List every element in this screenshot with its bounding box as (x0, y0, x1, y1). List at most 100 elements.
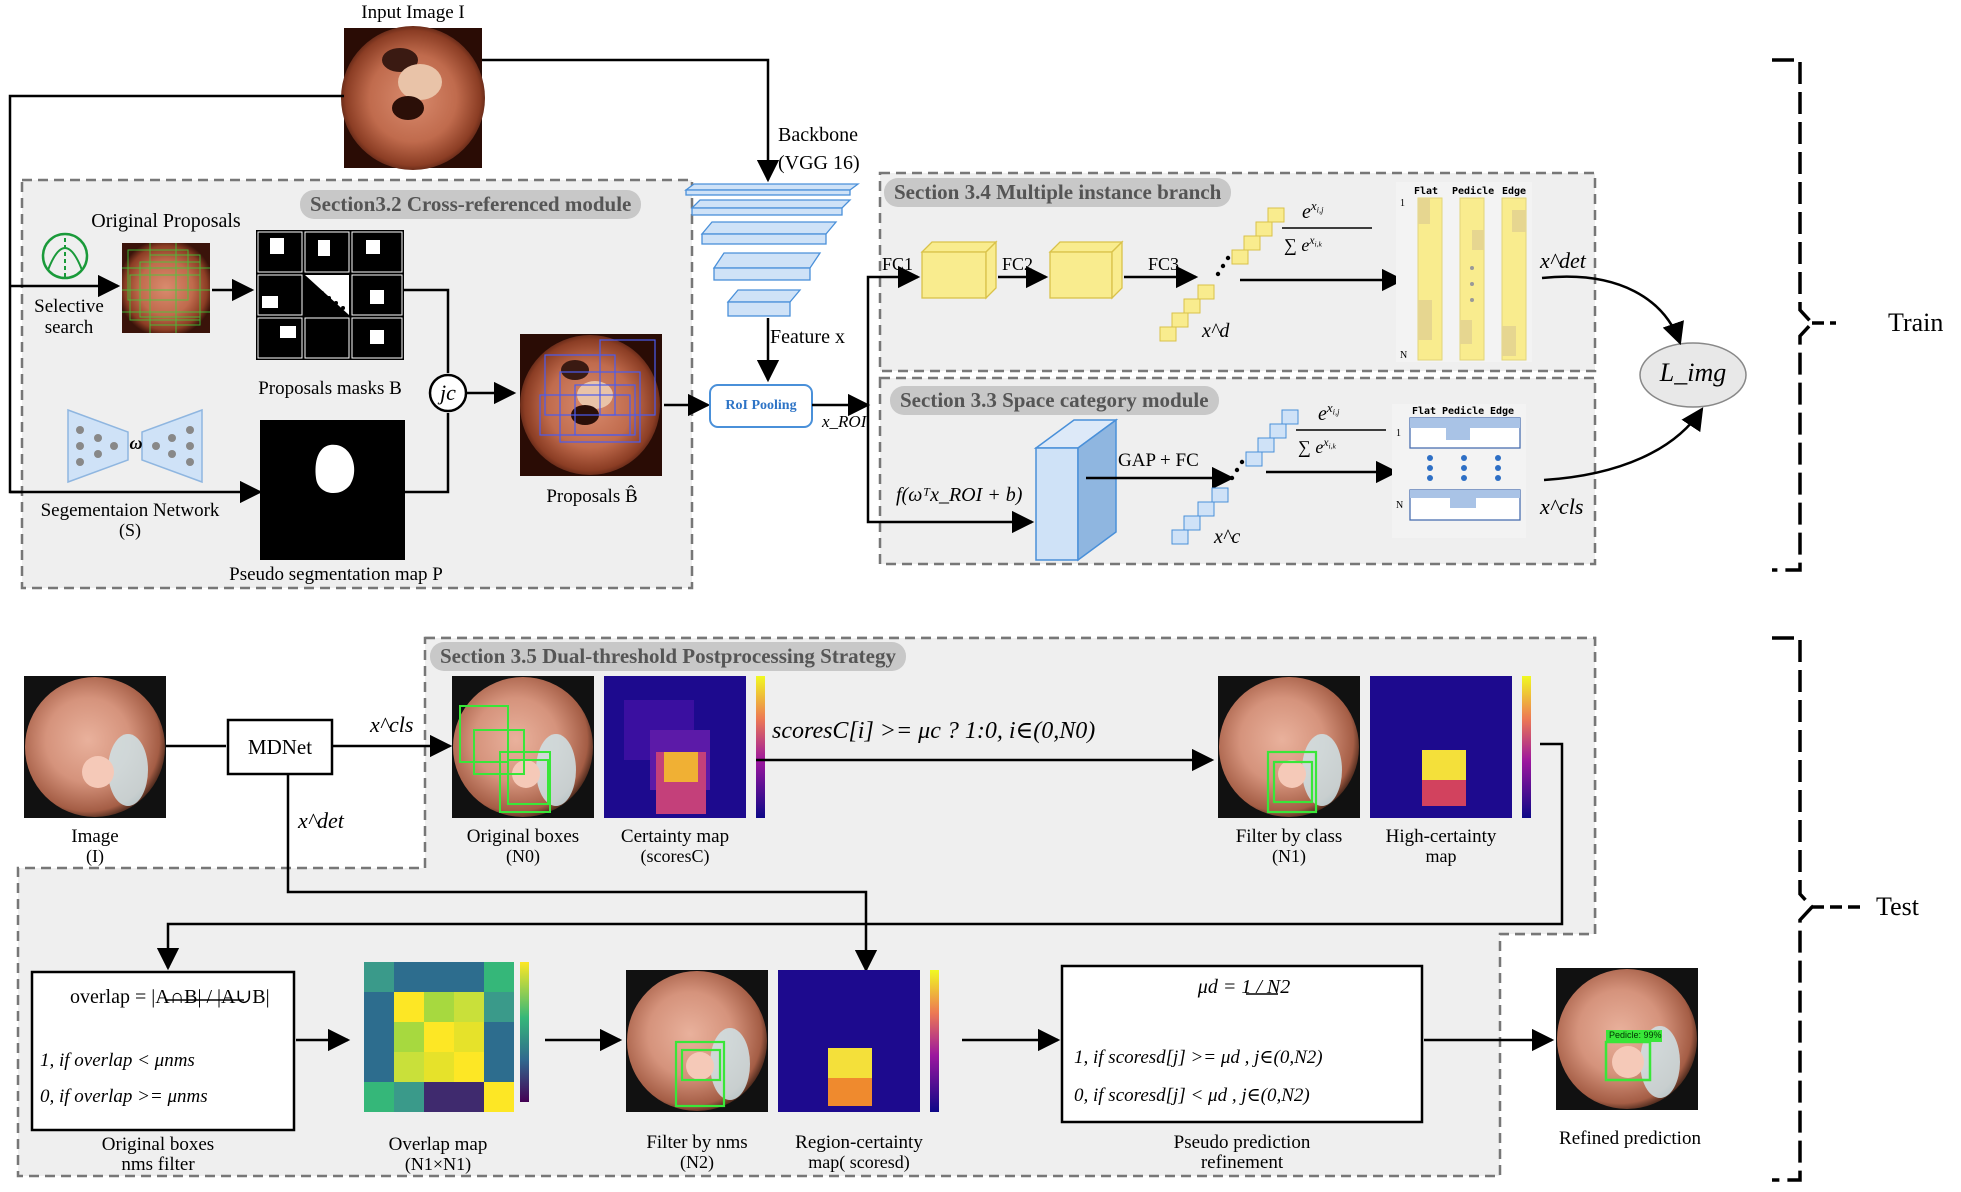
overlap-cell (484, 1082, 514, 1112)
test-label: Test (1876, 892, 1919, 921)
overlap-cell (454, 1082, 484, 1112)
arrow-mdnet-det-path (286, 774, 878, 973)
xcls-label: x^cls (1540, 494, 1584, 519)
xdet-label: x^det (1540, 248, 1586, 273)
overlap-cell (424, 1022, 454, 1052)
original-proposals-label: Original Proposals (91, 210, 241, 232)
test-brace (1772, 636, 1815, 1182)
overlap-map-label: Overlap map (388, 1134, 488, 1155)
softmax-c-denominator: ∑ exi,k (1298, 436, 1336, 458)
test-input-image (24, 676, 166, 818)
train-label: Train (1888, 308, 1944, 337)
overlap-cell (394, 1022, 424, 1052)
softmax-d-denominator: ∑ exi,k (1284, 234, 1322, 256)
overlap-cell (454, 1022, 484, 1052)
filter-nms-image (626, 970, 768, 1112)
refine-case-0: 0, if scoresd[j] < μd , j∈(0,N2) (1074, 1085, 1310, 1106)
scm-col-pedicle: Pedicle (1442, 406, 1485, 417)
heat-col-flat: Flat (1414, 186, 1439, 197)
overlap-cell (484, 992, 514, 1022)
overlap-formula-box (30, 970, 296, 1132)
pseudo-refine-label: Pseudo prediction (1173, 1132, 1311, 1153)
test-xdet-label: x^det (298, 808, 344, 833)
region-certainty-sub-label: map( scoresd) (808, 1152, 910, 1172)
overlap-cell (454, 962, 484, 992)
region-certainty-map (778, 970, 939, 1112)
xc-cubes (1171, 409, 1299, 545)
pseudo-segmentation-map (260, 420, 405, 560)
test-image-label: Image (71, 826, 119, 847)
softmax-c-numerator: exi,j (1318, 400, 1340, 425)
refine-formula-box (1060, 964, 1424, 1124)
mib-heatmap (1396, 182, 1532, 362)
section-3-4-title: Section 3.4 Multiple instance branch (884, 178, 1232, 207)
overlap-map-sub-label: (N1×N1) (404, 1154, 472, 1174)
original-proposals-image (122, 243, 210, 333)
region-certainty-label: Region-certainty (795, 1132, 923, 1153)
arrow-seg-to-jc (405, 413, 450, 494)
heat-col-pedicle: Pedicle (1452, 186, 1495, 197)
filter-nms-sub-label: (N2) (680, 1152, 714, 1172)
overlap-case-0: 0, if overlap >= μnms (40, 1086, 208, 1107)
overlap-cell (484, 1052, 514, 1082)
overlap-cell (424, 962, 454, 992)
overlap-case-1: 1, if overlap < μnms (40, 1050, 195, 1071)
high-certainty-label: High-certainty (1385, 826, 1497, 847)
mdnet-box (226, 718, 334, 776)
xc-dots (1229, 459, 1245, 481)
overlap-cell (364, 1022, 394, 1052)
pseudo-refine-sub-label: refinement (1200, 1152, 1284, 1173)
overlap-cell (424, 1082, 454, 1112)
tree-icon (41, 232, 89, 280)
scm-col-edge: Edge (1490, 406, 1515, 417)
mdnet-label: MDNet (247, 735, 313, 759)
section-3-3-title: Section 3.3 Space category module (890, 386, 1219, 415)
certainty-map-sub-label: (scoresC) (640, 846, 710, 866)
nms-filter-sub-label: nms filter (121, 1154, 195, 1175)
original-boxes-sub-label: (N0) (506, 846, 540, 866)
backbone-label: Backbone (778, 124, 858, 146)
proposals-masks-grid (256, 230, 404, 360)
high-certainty-sub-label: map (1425, 846, 1457, 866)
arrow-masks-to-jc (404, 288, 450, 373)
overlap-cell (394, 962, 424, 992)
prediction-tag: Pedicle: 99% (1609, 1030, 1662, 1040)
section-3-5-title: Section 3.5 Dual-threshold Postprocessin… (430, 642, 906, 671)
overlap-cell (424, 1052, 454, 1082)
feature-x-label: Feature x (770, 326, 845, 348)
filter-class-image (1218, 676, 1360, 818)
xd-cubes (1159, 207, 1285, 342)
test-image-sub-label: (I) (86, 846, 104, 866)
loss-label: L_img (1659, 358, 1727, 387)
fc1-label: FC1 (882, 254, 914, 274)
proposals-masks-label: Proposals masks B (258, 378, 402, 399)
filter-nms-label: Filter by nms (646, 1132, 748, 1153)
high-certainty-map (1370, 676, 1531, 818)
segmentation-network-sub-label: (S) (119, 520, 141, 540)
train-brace (1772, 58, 1815, 572)
backbone-layers (684, 183, 860, 317)
scm-col-flat: Flat (1412, 406, 1437, 417)
input-image-label: Input Image I (361, 2, 465, 23)
arrow-input-to-backbone (482, 58, 780, 183)
overlap-cell (364, 992, 394, 1022)
jc-label: jc (440, 380, 456, 405)
overlap-cell (394, 1082, 424, 1112)
overlap-cell (454, 992, 484, 1022)
overlap-formula: overlap = |A∩B| / |A∪B| (70, 986, 270, 1008)
test-panel-outline (16, 636, 1597, 1178)
arrow-to-fc1 (866, 265, 921, 405)
xc-label: x^c (1214, 526, 1241, 548)
mu-d-formula: μd = 1 / N2 (1197, 976, 1291, 998)
fc3-label: FC3 (1148, 254, 1180, 274)
arrow-cls-to-loss (1543, 407, 1704, 482)
overlap-cell (394, 992, 424, 1022)
class-rule-label: scoresC[i] >= μc ? 1:0, i∈(0,N0) (772, 718, 1096, 744)
space-feature-block (1033, 418, 1119, 562)
input-image (341, 26, 485, 170)
selective-search-label: Selective search (34, 296, 104, 338)
overlap-map (364, 962, 514, 1112)
scm-row-n: N (1396, 500, 1404, 511)
x-roi-label: x_ROI (822, 412, 867, 431)
arrow-return-to-overlap (156, 742, 1564, 971)
